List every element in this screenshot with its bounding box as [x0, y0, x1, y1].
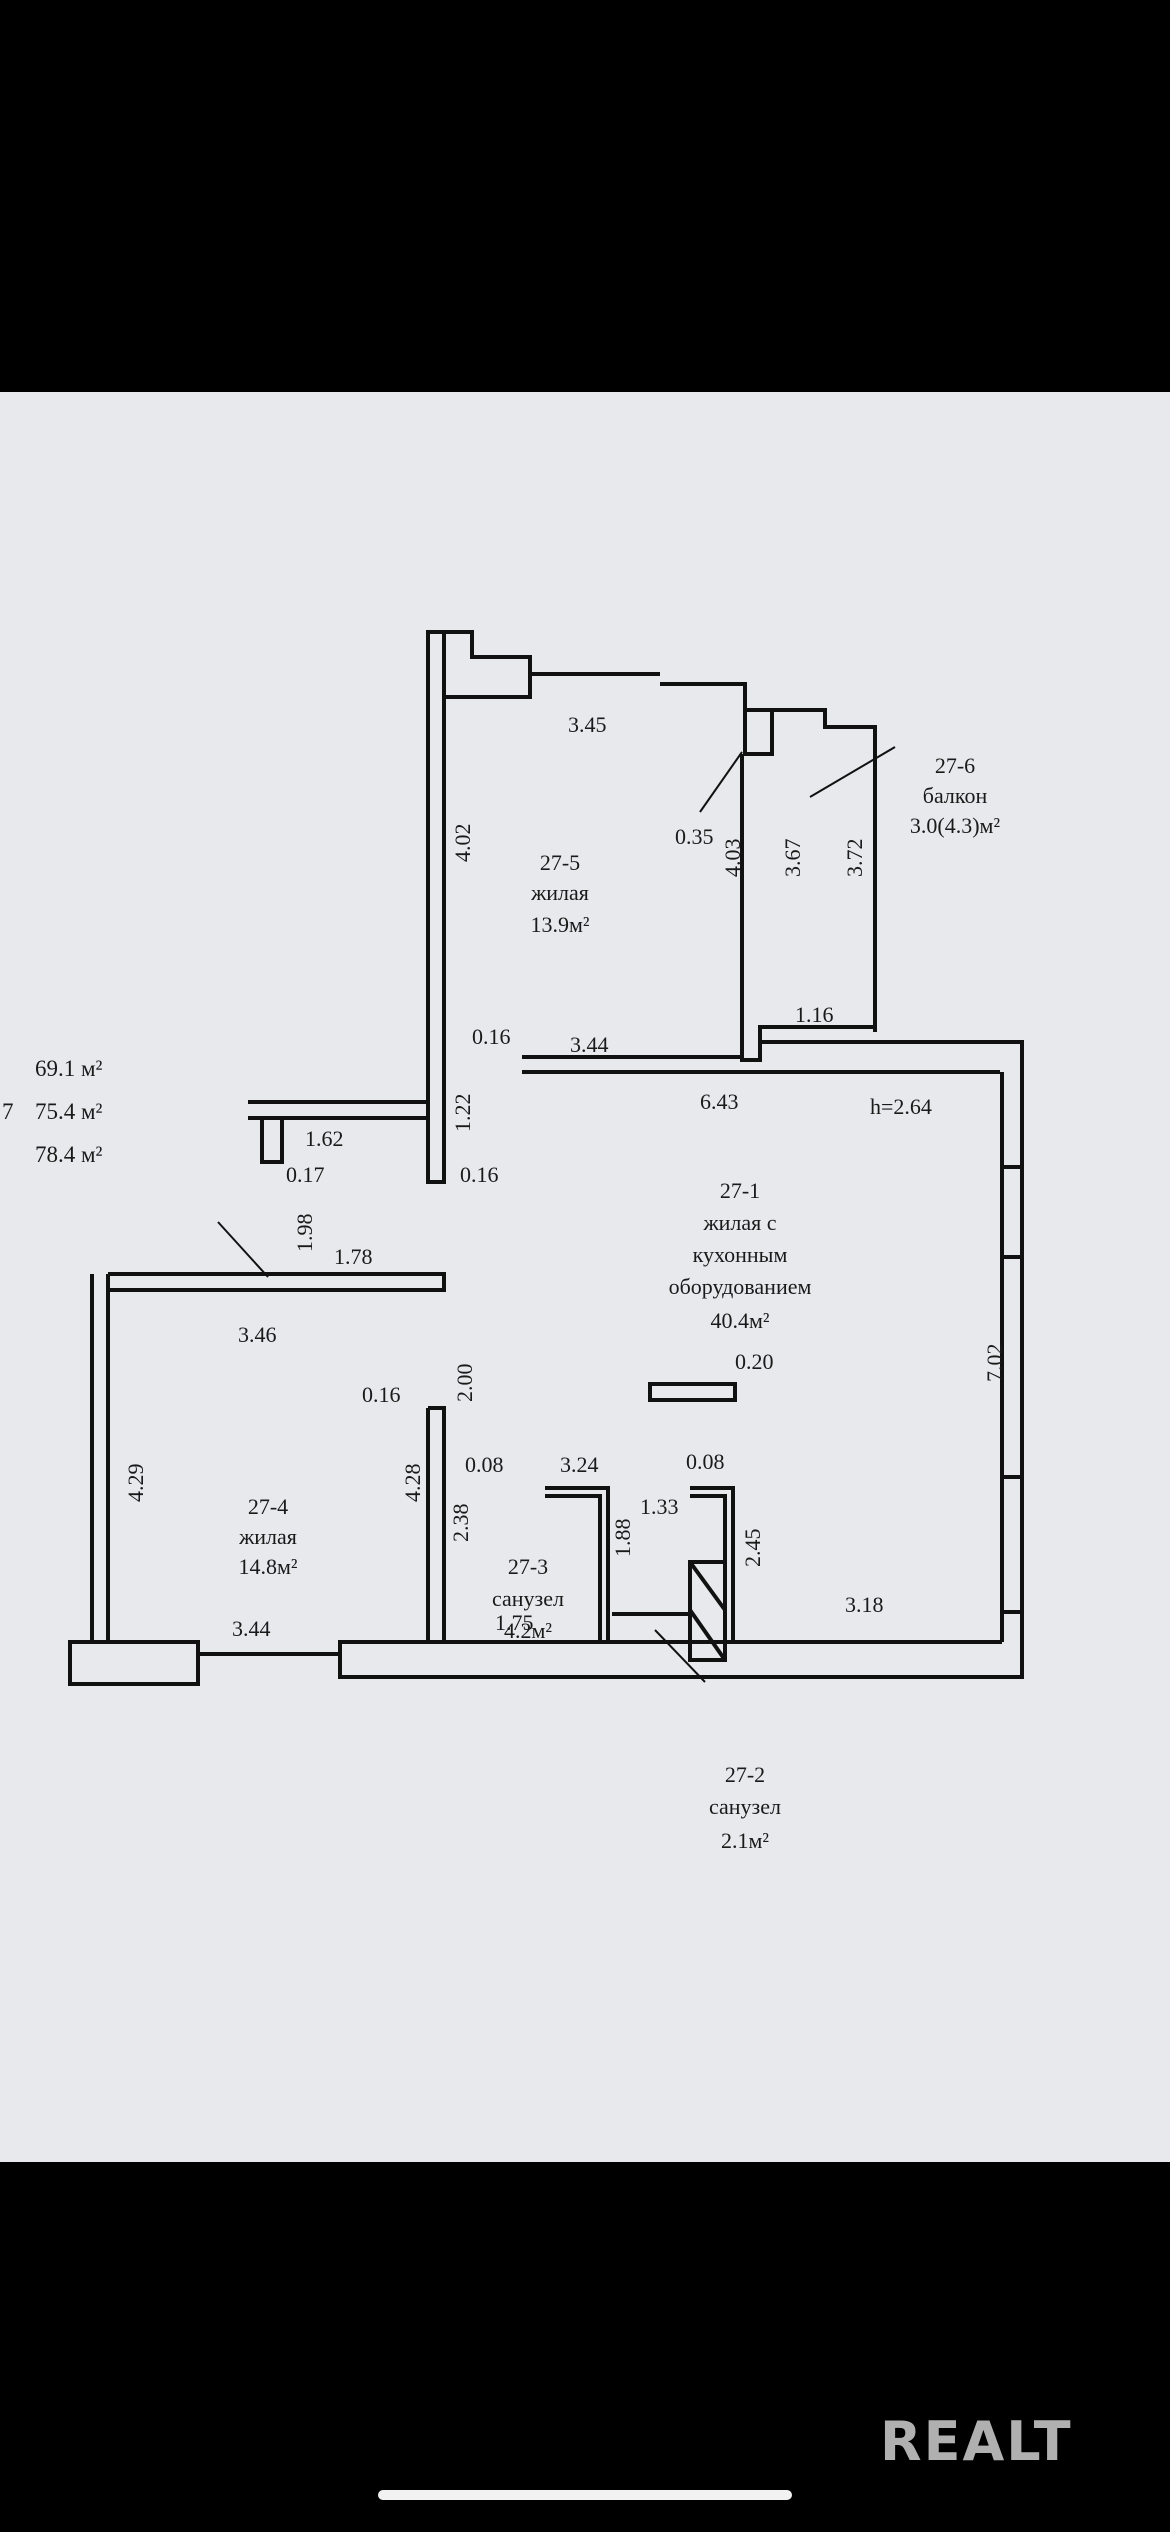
home-indicator[interactable]: [378, 2490, 792, 2500]
wall-balcony-top: [772, 708, 877, 1032]
room-27-2-area: 2.1м²: [721, 1828, 769, 1853]
dim-4-03: 4.03: [720, 839, 745, 878]
room-27-5-area: 13.9м²: [530, 912, 589, 937]
wall-bottom-right: [338, 1610, 1024, 1679]
total-area-1: 69.1 м²: [35, 1056, 103, 1081]
floor-plan: 69.1 м² 7 75.4 м² 78.4 м² 27-5 жилая 13.…: [2, 630, 1024, 1853]
room-27-6-type: балкон: [923, 783, 988, 808]
room-27-3-area: 4.2м²: [504, 1618, 552, 1643]
wall-27-4-top: [108, 1272, 446, 1292]
dim-0-20: 0.20: [735, 1349, 774, 1374]
total-area-3: 78.4 м²: [35, 1142, 103, 1167]
dim-3-44-a: 3.44: [570, 1032, 609, 1057]
dim-0-16-b: 0.16: [460, 1162, 499, 1187]
room-27-3-type: санузел: [492, 1586, 564, 1611]
dim-0-08-b: 0.08: [686, 1449, 725, 1474]
total-area-2-prefix: 7: [2, 1099, 14, 1124]
dim-3-72: 3.72: [842, 839, 867, 878]
room-27-3-id: 27-3: [508, 1554, 548, 1579]
dim-0-08-a: 0.08: [465, 1452, 504, 1477]
wall-27-2-fixture: [688, 1560, 727, 1662]
room-27-1-line1: жилая с: [702, 1210, 776, 1235]
room-27-4-id: 27-4: [248, 1494, 288, 1519]
dim-1-98: 1.98: [292, 1214, 317, 1253]
dim-2-38: 2.38: [448, 1504, 473, 1543]
dim-3-24: 3.24: [560, 1452, 599, 1477]
dim-6-43: 6.43: [700, 1089, 739, 1114]
wall-27-4-bottom: [68, 1640, 340, 1686]
dim-1-78: 1.78: [334, 1244, 373, 1269]
wall-left-stub: [248, 1100, 428, 1164]
wall-27-5-top: [444, 630, 532, 699]
dim-0-17: 0.17: [286, 1162, 325, 1187]
wall-27-5-divider: [740, 754, 875, 1062]
wall-27-1-window: [1000, 1167, 1024, 1642]
room-27-5-id: 27-5: [540, 850, 580, 875]
dim-0-16-c: 0.16: [362, 1382, 401, 1407]
dim-7-02: 7.02: [982, 1344, 1007, 1383]
room-27-2-type: санузел: [709, 1794, 781, 1819]
dim-1-16: 1.16: [795, 1002, 834, 1027]
wall-27-1-right-lower: [1002, 1255, 1022, 1479]
dim-1-88: 1.88: [610, 1519, 635, 1558]
leader-balcony: [809, 746, 896, 798]
dim-2-45: 2.45: [740, 1529, 765, 1568]
room-27-4-type: жилая: [238, 1524, 297, 1549]
leader-0-35: [699, 751, 743, 813]
wall-27-5-left: [426, 630, 446, 1184]
room-27-1-line3: оборудованием: [669, 1274, 812, 1299]
dim-3-44-b: 3.44: [232, 1616, 271, 1641]
wall-27-5-top-right: [660, 682, 774, 756]
dim-4-28: 4.28: [400, 1464, 425, 1503]
floor-plan-sheet: 69.1 м² 7 75.4 м² 78.4 м² 27-5 жилая 13.…: [0, 392, 1170, 2162]
room-27-4-area: 14.8м²: [238, 1554, 297, 1579]
dim-3-46: 3.46: [238, 1322, 277, 1347]
dim-1-75: 1.75: [495, 1610, 534, 1635]
counter-27-1: [648, 1382, 737, 1402]
room-27-5-type: жилая: [530, 880, 589, 905]
dim-1-22: 1.22: [450, 1094, 475, 1133]
room-27-1-line2: кухонным: [693, 1242, 788, 1267]
wall-27-3-top: [545, 1486, 610, 1642]
dim-2-00: 2.00: [452, 1364, 477, 1403]
dim-h: h=2.64: [870, 1094, 932, 1119]
leader-1-98: [217, 1221, 269, 1278]
realt-watermark: REALT: [880, 2410, 1073, 2473]
room-27-6-id: 27-6: [935, 753, 975, 778]
dim-4-29: 4.29: [123, 1464, 148, 1503]
room-27-1-id: 27-1: [720, 1178, 760, 1203]
room-27-6-area: 3.0(4.3)м²: [910, 813, 1001, 838]
leader-27-2: [654, 1629, 706, 1683]
wall-27-4-right: [426, 1406, 446, 1644]
room-27-2-id: 27-2: [725, 1762, 765, 1787]
dim-0-16-a: 0.16: [472, 1024, 511, 1049]
total-area-2: 75.4 м²: [35, 1099, 103, 1124]
dim-3-18: 3.18: [845, 1592, 884, 1617]
dim-3-45: 3.45: [568, 712, 607, 737]
dim-4-02: 4.02: [450, 824, 475, 863]
wall-27-5-bottom: [522, 1055, 1000, 1074]
dim-1-33: 1.33: [640, 1494, 679, 1519]
room-27-1-area: 40.4м²: [710, 1308, 769, 1333]
dim-1-62: 1.62: [305, 1126, 344, 1151]
dim-0-35: 0.35: [675, 824, 714, 849]
wall-27-4-left: [90, 1274, 110, 1644]
dim-3-67: 3.67: [780, 839, 805, 878]
